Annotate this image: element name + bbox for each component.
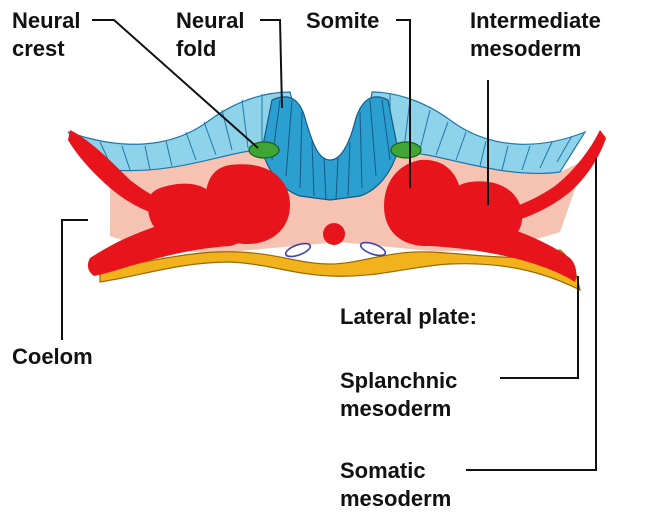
neural-fold-label-line1: Neural bbox=[176, 8, 244, 33]
intermediate-mesoderm-label-line2: mesoderm bbox=[470, 36, 581, 61]
coelom-leader bbox=[62, 220, 88, 340]
splanchnic-mesoderm-label-line1: Splanchnic bbox=[340, 368, 457, 393]
neural-crest-label-line2: crest bbox=[12, 36, 65, 61]
intermediate-mesoderm-label-line1: Intermediate bbox=[470, 8, 601, 33]
splanchnic-mesoderm-leader bbox=[500, 276, 578, 378]
somite-label: Somite bbox=[306, 8, 379, 33]
somatic-mesoderm-label-line2: mesoderm bbox=[340, 486, 451, 511]
splanchnic-mesoderm-label-line2: mesoderm bbox=[340, 396, 451, 421]
notochord bbox=[323, 223, 345, 245]
neural-fold-label-line2: fold bbox=[176, 36, 216, 61]
neural-crest-label-line1: Neural bbox=[12, 8, 80, 33]
neural-crest-right bbox=[391, 142, 421, 158]
somatic-mesoderm-label-line1: Somatic bbox=[340, 458, 426, 483]
coelom-label: Coelom bbox=[12, 344, 93, 369]
lateral-plate-label: Lateral plate: bbox=[340, 304, 477, 329]
